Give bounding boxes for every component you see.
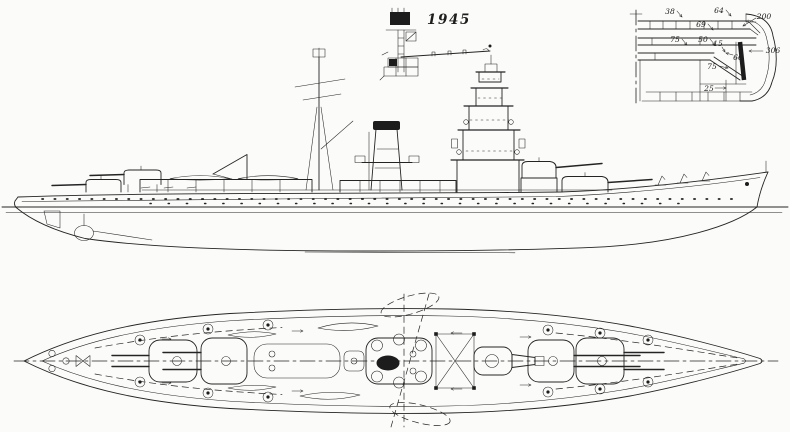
armor-value-main-belt: 306 — [766, 46, 781, 55]
boats-plan — [227, 322, 379, 400]
deck-arrows — [161, 329, 532, 393]
bilge-keel — [304, 251, 516, 254]
turret-3-profile — [89, 165, 162, 193]
turret-4-profile — [51, 175, 122, 193]
funnel-cap — [373, 121, 400, 130]
shelter-deck — [339, 180, 457, 193]
turret-2-plan — [162, 337, 248, 385]
dashed-boat-position — [380, 292, 440, 318]
hull-profile — [14, 171, 769, 254]
mainmast-radar — [312, 48, 326, 58]
armor-value-third-deck-1: 75 — [670, 35, 680, 44]
rangefinder — [478, 71, 502, 83]
inset-leaders — [676, 9, 764, 90]
armor-value-third-deck-2: 50 — [698, 35, 708, 44]
armor-value-slope: 75 — [707, 62, 717, 71]
armor-section-inset: 38 64 69 75 50 200 15 306 66 75 25 — [629, 6, 780, 105]
masthead-detail — [379, 7, 492, 81]
armor-slope — [709, 56, 745, 81]
armor-value-splinter: 15 — [713, 39, 723, 48]
armor-value-deck-edge: 200 — [756, 12, 772, 21]
plan-view — [13, 292, 779, 428]
pagoda-funnel-plan — [343, 333, 433, 389]
rudder — [43, 210, 61, 229]
pagoda-mast — [450, 54, 526, 193]
armor-value-upper-deck-1: 38 — [665, 7, 675, 16]
mainmast-tripod — [294, 47, 354, 191]
side-elevation-view — [1, 47, 789, 254]
year-label: 1945 — [427, 12, 471, 28]
aft-superstructure — [139, 154, 313, 193]
hawse-pipe — [745, 182, 749, 186]
funnel-profile — [354, 121, 420, 191]
dashed-boat-position — [389, 402, 451, 426]
mainmast-catapult-plan — [434, 332, 545, 390]
armor-value-second-deck: 69 — [696, 20, 706, 29]
turret-2-profile — [520, 157, 603, 193]
funnel-plan — [376, 355, 400, 371]
boat-crane — [212, 154, 248, 180]
armor-value-holding-bulkhead: 25 — [703, 84, 714, 93]
main-belt — [737, 41, 747, 81]
turret-3-plan — [527, 339, 641, 383]
anchor-gear-plan — [48, 350, 91, 372]
forward-deckhouse-plan — [253, 343, 341, 379]
radar-antenna — [390, 12, 410, 25]
armor-value-upper-deck-2: 64 — [714, 6, 724, 15]
yardarm — [400, 50, 491, 58]
aa-tubs-plan — [134, 319, 654, 403]
armor-value-lower-belt: 66 — [733, 53, 743, 62]
forecastle-aa-guns — [654, 171, 711, 186]
section-lines — [390, 293, 430, 428]
turret-1-profile — [561, 172, 653, 193]
turret-1-plan — [111, 339, 198, 383]
inset-values: 38 64 69 75 50 200 15 306 66 75 25 — [665, 6, 780, 93]
degaussing-lines — [94, 327, 739, 395]
